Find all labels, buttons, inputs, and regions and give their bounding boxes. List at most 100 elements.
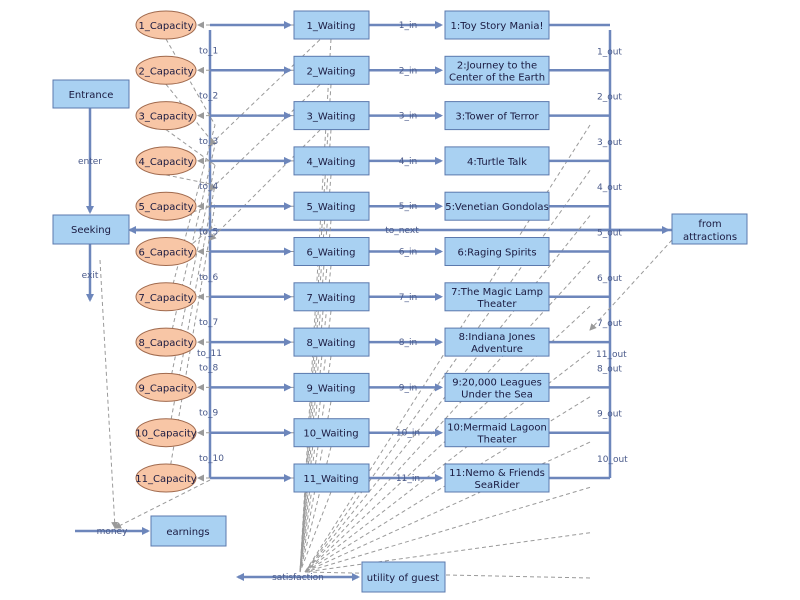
capacity-to-link (165, 184, 216, 447)
waiting-stock[interactable]: 11_Waiting (293, 463, 370, 493)
out-flow-label[interactable]: 2_out (597, 93, 622, 103)
out-flow-label[interactable]: 3_out (597, 138, 622, 148)
waiting-stock[interactable]: 4_Waiting (293, 146, 370, 176)
capacity-variable[interactable]: 9_Capacity (135, 372, 197, 402)
capacity-to-link (165, 129, 216, 166)
out-flow-label[interactable]: 7_out (597, 319, 622, 329)
out-flow-label[interactable]: 10_out (597, 455, 628, 465)
in-flow-label[interactable]: 1_in (399, 21, 417, 31)
out-satisfaction-link (304, 260, 591, 573)
enter-flow-label[interactable]: enter (78, 157, 102, 167)
to-flow-label[interactable]: to_10 (199, 454, 224, 464)
waiting-label: 10_Waiting (303, 429, 358, 440)
to-flow-label[interactable]: to_9 (199, 409, 219, 419)
to-flow-label[interactable]: to_3 (199, 137, 218, 147)
in-flow-label[interactable]: 9_in (399, 383, 417, 393)
attraction-row: 10_Capacity 10_Waiting 10:Mermaid LagoonTh… (135, 409, 622, 448)
attraction-stock[interactable]: 3:Tower of Terror (444, 101, 550, 131)
to-flow-label[interactable]: to_7 (199, 318, 218, 328)
attraction-stock[interactable]: 6:Raging Spirits (444, 237, 550, 266)
capacity-label: 8_Capacity (138, 338, 193, 349)
capacity-variable[interactable]: 3_Capacity (135, 101, 197, 131)
capacity-label: 4_Capacity (138, 157, 193, 168)
capacity-variable[interactable]: 2_Capacity (135, 55, 197, 85)
capacity-variable[interactable]: 11_Capacity (135, 463, 197, 493)
capacity-to-link (165, 83, 216, 146)
attraction-label-line: 2:Journey to the (457, 60, 537, 71)
attraction-label-line: 6:Raging Spirits (457, 248, 536, 259)
waiting-stock[interactable]: 10_Waiting (293, 418, 370, 448)
utility-of-guest-stock[interactable]: utility of guest (361, 561, 446, 593)
to-flow-label[interactable]: to_6 (199, 273, 219, 283)
from-attractions-label-line-2: attractions (683, 232, 737, 243)
capacity-label: 7_Capacity (138, 293, 193, 304)
capacity-variable[interactable]: 1_Capacity (135, 10, 197, 40)
in-flow-label[interactable]: 10_in (396, 429, 420, 439)
waiting-stock[interactable]: 7_Waiting (293, 282, 370, 312)
earnings-stock[interactable]: earnings (150, 515, 227, 547)
attraction-stock[interactable]: 1:Toy Story Mania! (444, 10, 550, 40)
dependency-link (114, 479, 211, 529)
attraction-stock[interactable]: 4:Turtle Talk (444, 146, 550, 176)
to-flow-label[interactable]: to_2 (199, 92, 218, 102)
waiting-stock[interactable]: 8_Waiting (293, 327, 370, 357)
in-flow-label[interactable]: 3_in (399, 112, 417, 122)
capacity-variable[interactable]: 6_Capacity (135, 237, 197, 266)
from-attractions-stock[interactable]: from attractions (671, 213, 748, 245)
waiting-label: 6_Waiting (307, 248, 356, 259)
out-flow-label[interactable]: 8_out (597, 364, 622, 374)
capacity-variable[interactable]: 8_Capacity (135, 327, 197, 357)
capacity-variable[interactable]: 4_Capacity (135, 146, 197, 176)
earnings-label: earnings (166, 527, 209, 538)
entrance-stock[interactable]: Entrance (52, 79, 130, 109)
waiting-stock[interactable]: 3_Waiting (293, 101, 370, 131)
from-attractions-label-line-1: from (698, 219, 721, 230)
capacity-variable[interactable]: 5_Capacity (135, 191, 197, 221)
in-flow-label[interactable]: 6_in (399, 248, 417, 258)
out-flow-label[interactable]: 9_out (597, 410, 622, 420)
attraction-label-line: 1:Toy Story Mania! (451, 21, 544, 32)
to-flow-label[interactable]: to_4 (199, 182, 219, 192)
seeking-stock[interactable]: Seeking (52, 214, 130, 245)
exit-flow-label[interactable]: exit (82, 271, 99, 281)
in-flow-label[interactable]: 4_in (399, 157, 417, 167)
capacity-variable[interactable]: 7_Capacity (135, 282, 197, 312)
waiting-stock[interactable]: 9_Waiting (293, 372, 370, 402)
waiting-label: 11_Waiting (303, 474, 358, 485)
to-next-flow-label[interactable]: to_next (385, 226, 419, 236)
in-flow-label[interactable]: 7_in (399, 293, 417, 303)
out-flow-label[interactable]: 1_out (597, 47, 622, 57)
out-flow-label[interactable]: 4_out (597, 183, 622, 193)
capacity-to-link (165, 38, 216, 126)
satisfaction-flow-label[interactable]: satisfaction (272, 573, 324, 583)
waiting-stock[interactable]: 2_Waiting (293, 55, 370, 85)
out-flow-label[interactable]: 5_out (597, 229, 622, 239)
attraction-label-line: 4:Turtle Talk (467, 157, 527, 168)
waiting-label: 2_Waiting (307, 66, 356, 77)
in-flow-label[interactable]: 5_in (399, 202, 417, 212)
in-flow-label[interactable]: 11_in (396, 474, 420, 484)
capacity-variable[interactable]: 10_Capacity (135, 418, 197, 448)
out-11-flow-label[interactable]: 11_out (596, 350, 627, 360)
to-11-flow-label[interactable]: to_11 (197, 349, 222, 359)
in-flow-label[interactable]: 2_in (399, 66, 417, 76)
money-flow-label[interactable]: money (97, 527, 129, 537)
attraction-label-line: 11:Nemo & Friends (449, 468, 545, 479)
waiting-stock[interactable]: 6_Waiting (293, 237, 370, 266)
in-flow-label[interactable]: 8_in (399, 338, 417, 348)
to-flow-label[interactable]: to_1 (199, 46, 218, 56)
to-flow-label[interactable]: to_8 (199, 363, 219, 373)
capacity-to-link (165, 174, 216, 186)
out-satisfaction-link (304, 124, 591, 573)
out-flow-label[interactable]: 6_out (597, 274, 622, 284)
attraction-stock[interactable]: 5:Venetian Gondolas (444, 191, 550, 221)
to-flow-label[interactable]: to_5 (199, 228, 218, 238)
waiting-stock[interactable]: 5_Waiting (293, 191, 370, 221)
waiting-stock[interactable]: 1_Waiting (293, 10, 370, 40)
